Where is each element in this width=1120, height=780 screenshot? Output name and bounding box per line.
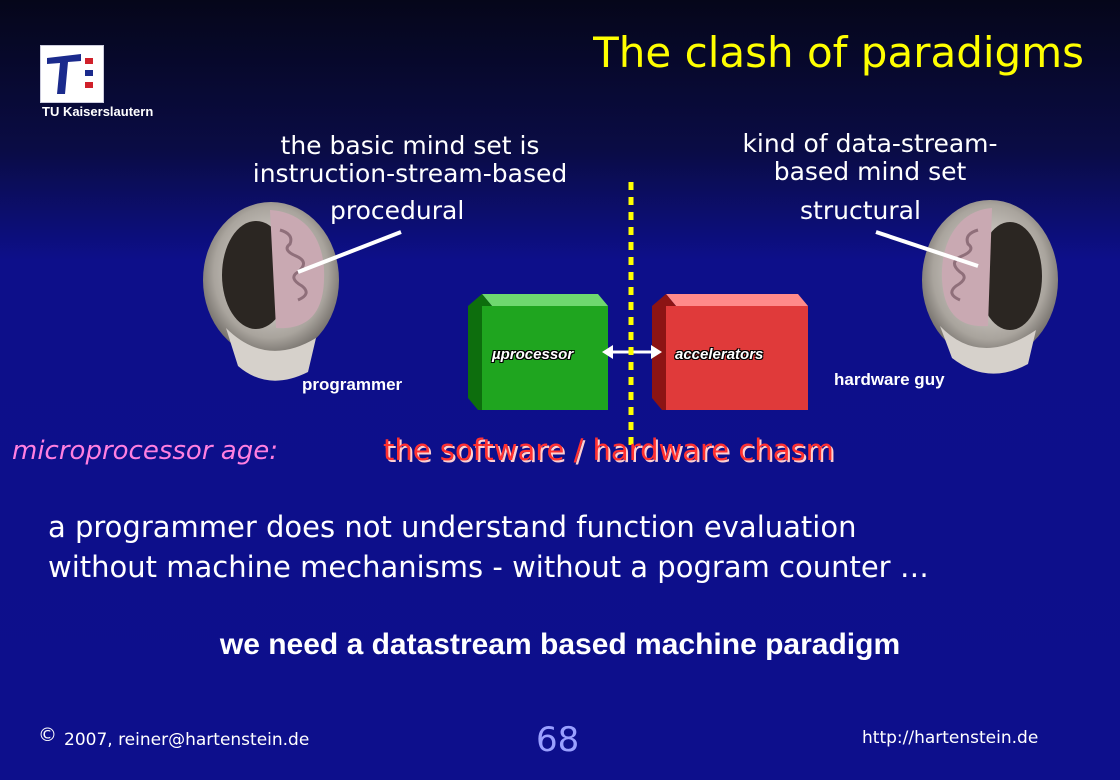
programmer-label: programmer [302,375,403,394]
right-brain-image [875,200,1058,374]
left-paradigm: procedural [330,196,465,225]
copyright-symbol: © [38,724,57,746]
page-number: 68 [536,720,580,760]
tu-kaiserslautern-logo [40,45,104,103]
footer-url: http://hartenstein.de [862,728,1039,748]
slide-title: The clash of paradigms [593,28,1084,77]
body-line-2: without machine mechanisms - without a p… [48,550,929,584]
tu-logo-icon [41,46,103,102]
accelerators-box [652,294,808,410]
footer-email: 2007, reiner@hartenstein.de [64,730,310,750]
body-text: a programmer does not understand functio… [48,507,929,587]
hardware-guy-label: hardware guy [834,370,945,389]
right-mindset-text: kind of data-stream- based mind set [700,130,1040,186]
accelerators-label: accelerators [675,346,764,363]
logo-caption: TU Kaiserslautern [42,104,154,119]
left-brain-image [203,202,402,381]
right-line1: kind of data-stream- [742,129,998,158]
microprocessor-age-label: microprocessor age: [12,436,278,466]
left-mindset-text: the basic mind set is instruction-stream… [205,132,615,188]
processor-box [468,294,608,410]
body-line-1: a programmer does not understand functio… [48,510,857,544]
left-line2: instruction-stream-based [252,159,568,188]
right-line2: based mind set [773,157,967,186]
conclusion-text: we need a datastream based machine parad… [219,628,901,661]
processor-label: µprocessor [492,346,574,363]
chasm-label: the software / hardware chasm [383,433,834,467]
left-line1: the basic mind set is [280,131,540,160]
right-paradigm: structural [800,196,921,225]
chasm-divider-line [628,182,634,446]
